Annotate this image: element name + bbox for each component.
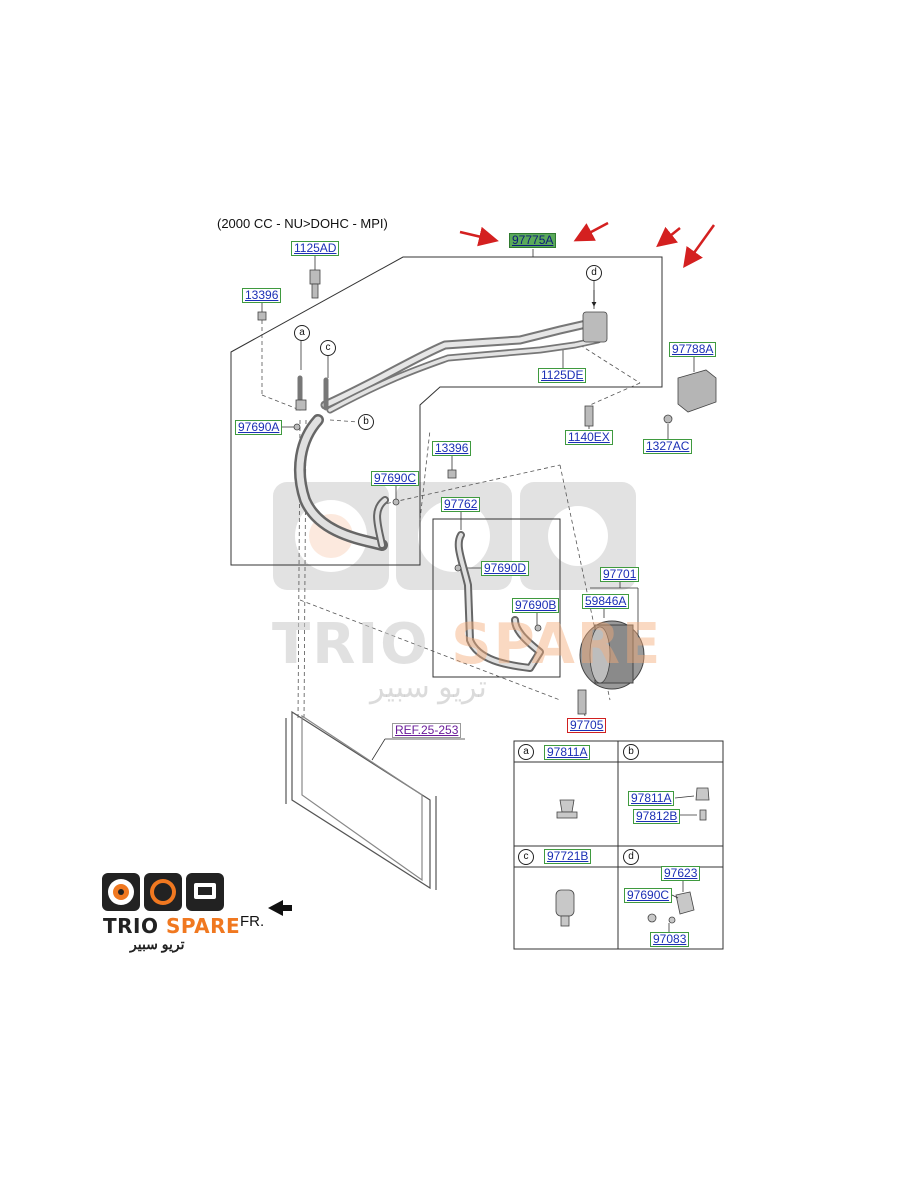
part-label-97690d[interactable]: 97690D xyxy=(481,561,530,576)
part-label-97762[interactable]: 97762 xyxy=(441,497,481,512)
callout-d: d xyxy=(586,265,602,281)
detail-c-part-97721b[interactable]: 97721B xyxy=(544,849,592,864)
part-label-1125de[interactable]: 1125DE xyxy=(538,368,587,383)
detail-table xyxy=(513,740,724,950)
detail-d-part-97690c[interactable]: 97690C xyxy=(624,888,673,903)
part-label-97690b[interactable]: 97690B xyxy=(512,598,560,613)
front-arrow-icon xyxy=(268,900,292,916)
callout-b: b xyxy=(358,414,374,430)
part-label-59846a[interactable]: 59846A xyxy=(582,594,630,609)
part-label-13396-top[interactable]: 13396 xyxy=(242,288,282,303)
part-label-13396-mid[interactable]: 13396 xyxy=(432,441,472,456)
detail-b-part-97812b[interactable]: 97812B xyxy=(633,809,681,824)
callout-a: a xyxy=(294,325,310,341)
engine-variant-heading: (2000 CC - NU>DOHC - MPI) xyxy=(217,216,388,231)
detail-d-part-97623[interactable]: 97623 xyxy=(661,866,701,881)
reference-label-ref-25-253[interactable]: REF.25-253 xyxy=(392,723,462,738)
part-label-97788a[interactable]: 97788A xyxy=(669,342,717,357)
logo-arabic: تريو سبير xyxy=(130,936,185,952)
callout-c: c xyxy=(320,340,336,356)
detail-callout-b: b xyxy=(623,744,639,760)
front-direction-label: FR. xyxy=(240,913,265,930)
part-label-97775a[interactable]: 97775A xyxy=(509,233,557,248)
detail-d-part-97083[interactable]: 97083 xyxy=(650,932,690,947)
trio-spare-logo-icon xyxy=(102,873,224,911)
part-label-97705[interactable]: 97705 xyxy=(567,718,607,733)
part-label-1125ad[interactable]: 1125AD xyxy=(291,241,340,256)
part-label-1140ex[interactable]: 1140EX xyxy=(565,430,613,445)
watermark-brand: TRIO SPARE xyxy=(272,612,663,677)
detail-a-part-97811a[interactable]: 97811A xyxy=(544,745,591,760)
part-label-97690c[interactable]: 97690C xyxy=(371,471,420,486)
detail-callout-c: c xyxy=(518,849,534,865)
part-label-97701[interactable]: 97701 xyxy=(600,567,640,582)
part-label-1327ac[interactable]: 1327AC xyxy=(643,439,693,454)
cover-97788a-icon xyxy=(677,369,717,413)
discharge-hose-box xyxy=(432,518,561,678)
watermark-arabic: تريو سبير xyxy=(370,671,487,704)
condenser-icon xyxy=(285,710,437,890)
detail-callout-d: d xyxy=(623,849,639,865)
part-label-97690a[interactable]: 97690A xyxy=(235,420,283,435)
logo-brand: TRIO SPARE xyxy=(103,914,241,938)
hose-assembly-outline xyxy=(230,256,663,566)
detail-b-part-97811a[interactable]: 97811A xyxy=(628,791,675,806)
detail-callout-a: a xyxy=(518,744,534,760)
compressor-icon xyxy=(579,620,645,690)
